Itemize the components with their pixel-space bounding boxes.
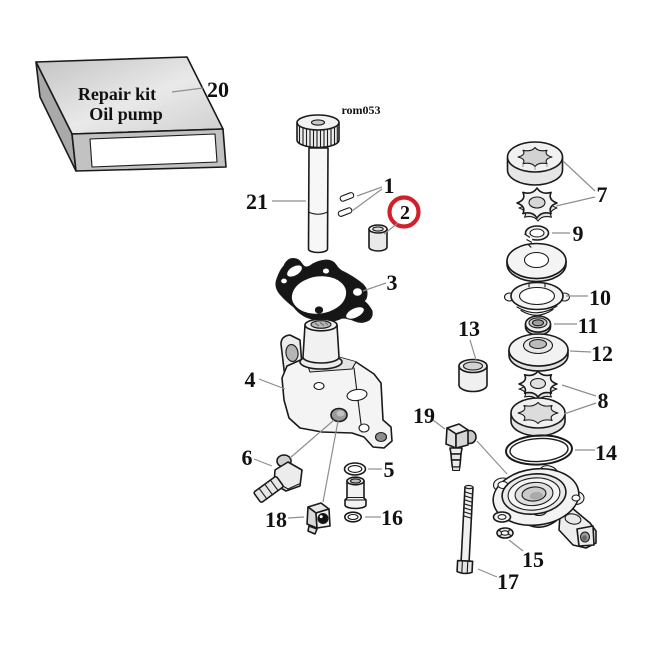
- callout-16: 16: [381, 505, 403, 530]
- watermark-text: rom053: [341, 103, 380, 117]
- callout-17: 17: [497, 569, 519, 594]
- kit-box-title-line1: Repair kit: [78, 84, 156, 104]
- part-15-washers: [492, 511, 514, 539]
- part-19-elbow-fitting: [445, 423, 477, 472]
- part-14-o-ring: [505, 434, 573, 466]
- part-11-seal: [524, 315, 552, 336]
- callout-13: 13: [458, 316, 480, 341]
- callout-19: 19: [413, 403, 435, 428]
- part-3-gasket: [275, 258, 373, 323]
- part-10-retaining-clip: [503, 281, 571, 316]
- part-12-washer: [508, 333, 569, 372]
- callout-15: 15: [522, 547, 544, 572]
- kit-box-title-line2: Oil pump: [89, 104, 163, 124]
- leader-lines: [171, 87, 597, 578]
- part-20-repair-kit-box: Repair kit Oil pump: [35, 56, 227, 172]
- part-7-rotor-set: [506, 141, 564, 222]
- callout-11: 11: [578, 313, 599, 338]
- highlight-circle-part2: [387, 195, 421, 229]
- callout-4: 4: [245, 367, 256, 392]
- part-6-hose-fitting: [253, 454, 303, 503]
- callout-5: 5: [384, 457, 395, 482]
- pump-cover: [492, 465, 597, 549]
- part-9-retaining-ring: [522, 225, 550, 243]
- part-1-pins: [337, 192, 355, 217]
- part-13-bushing: [458, 358, 488, 393]
- callout-10: 10: [589, 285, 611, 310]
- part-17-bolt: [456, 484, 474, 575]
- callout-20: 20: [207, 77, 229, 102]
- part-2-bushing: [368, 224, 388, 252]
- part-18-check-valve: [306, 502, 331, 535]
- part-21-drive-gear-shaft: [296, 114, 340, 254]
- part-8-rotor-set: [510, 370, 566, 437]
- part-4-pump-body: [280, 318, 393, 449]
- callout-8: 8: [598, 388, 609, 413]
- callout-14: 14: [595, 440, 617, 465]
- callout-1: 1: [384, 173, 395, 198]
- idler-washer: [506, 242, 567, 283]
- callout-2: 2: [400, 202, 410, 224]
- callout-7: 7: [597, 182, 608, 207]
- callout-21: 21: [246, 189, 268, 214]
- part-5-o-ring: [343, 462, 367, 476]
- callout-3: 3: [387, 270, 398, 295]
- callout-labels: 1 2 3 4 5 6 7 8 9 10 11 12 13 14 15 16 1…: [207, 77, 617, 594]
- callout-6: 6: [242, 445, 253, 470]
- callout-18: 18: [265, 507, 287, 532]
- check-valve-plunger: [344, 476, 367, 510]
- callout-12: 12: [591, 341, 613, 366]
- part-16-o-ring: [343, 511, 362, 523]
- callout-9: 9: [573, 221, 584, 246]
